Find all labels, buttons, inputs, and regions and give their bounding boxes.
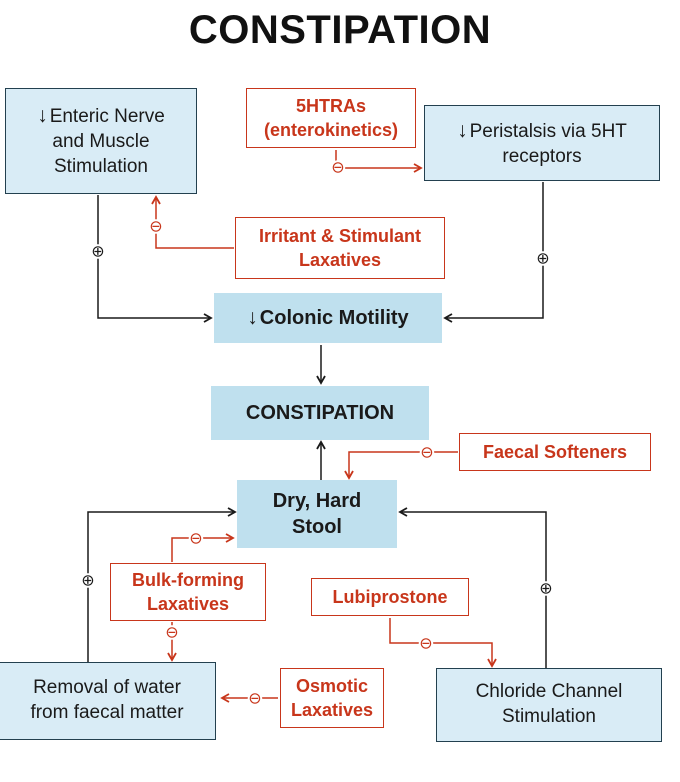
box-text-line: Dry, Hard (272, 490, 362, 512)
inhibit-lubiprostone-to-chloride (389, 618, 497, 668)
minus-sign: ⊖ (331, 158, 344, 177)
box-text-line: from faecal matter (30, 702, 184, 723)
box-text-line: Lubiprostone (332, 586, 448, 607)
bulk-forming-laxatives-box: Bulk-forming Laxatives (110, 563, 266, 621)
page-title: CONSTIPATION (188, 8, 492, 52)
decrease-arrow-icon: ↓ (457, 118, 468, 142)
box-text-line: Laxatives (146, 594, 230, 614)
chloride-channel-box: Chloride Channel Stimulation (436, 668, 662, 742)
decrease-arrow-icon: ↓ (37, 104, 48, 128)
box-text-line: Stool (292, 516, 342, 538)
minus-sign: ⊖ (419, 634, 432, 653)
box-text-line: Laxatives (290, 700, 374, 720)
box-text-line: (enterokinetics) (263, 120, 399, 140)
decrease-arrow-icon: ↓ (247, 306, 258, 330)
box-text-line: Bulk-forming (132, 569, 244, 590)
box-text-line: Peristalsis via 5HT (469, 120, 627, 142)
box-text-line: Osmotic (295, 675, 369, 696)
plus-sign: ⊕ (81, 571, 94, 590)
constipation-box: CONSTIPATION (211, 386, 429, 440)
box-text-line: receptors (502, 145, 582, 167)
plus-sign: ⊕ (91, 242, 104, 261)
arrow-removal-to-stool (87, 507, 237, 662)
inhibit-softeners-to-stool (344, 451, 458, 480)
lubiprostone-box: Lubiprostone (311, 578, 469, 616)
minus-sign: ⊖ (189, 529, 202, 548)
box-text-line: Stimulation (502, 706, 596, 727)
box-text-line: Removal of water (33, 677, 181, 699)
box-text-line: Faecal Softeners (482, 441, 628, 462)
5htras-drug-box: 5HTRAs (enterokinetics) (246, 88, 416, 148)
osmotic-laxatives-box: Osmotic Laxatives (280, 668, 384, 728)
peristalsis-box: ↓Peristalsis via 5HT receptors (424, 105, 660, 181)
inhibit-bulk-to-stool (171, 533, 235, 562)
box-text-line: Enteric Nerve (49, 106, 165, 128)
minus-sign: ⊖ (420, 443, 433, 462)
box-text-line: and Muscle (52, 131, 150, 153)
minus-sign: ⊖ (149, 217, 162, 236)
box-text-line: Laxatives (298, 250, 382, 270)
box-text-line: Irritant & Stimulant (258, 225, 421, 246)
box-text-line: Stimulation (54, 155, 148, 177)
faecal-softeners-box: Faecal Softeners (459, 433, 651, 471)
enteric-stimulation-box: ↓Enteric Nerve and Muscle Stimulation (5, 88, 197, 194)
box-text-line: Colonic Motility (259, 307, 409, 330)
arrow-enteric-to-colonic (97, 195, 213, 323)
box-text-line: CONSTIPATION (245, 402, 395, 424)
box-text-line: 5HTRAs (295, 95, 366, 116)
plus-sign: ⊕ (536, 249, 549, 268)
plus-sign: ⊕ (539, 579, 552, 598)
minus-sign: ⊖ (165, 623, 178, 642)
minus-sign: ⊖ (248, 689, 261, 708)
arrow-peristalsis-to-colonic (443, 182, 544, 323)
inhibit-htras-to-peristalsis (335, 150, 423, 173)
water-removal-box: Removal of water from faecal matter (0, 662, 216, 740)
irritant-laxatives-box: Irritant & Stimulant Laxatives (235, 217, 445, 279)
box-text-line: Chloride Channel (475, 681, 623, 703)
inhibit-irritant-to-enteric (151, 195, 234, 249)
colonic-motility-box: ↓Colonic Motility (214, 293, 442, 343)
dry-hard-stool-box: Dry, Hard Stool (237, 480, 397, 548)
arrow-chloride-to-stool (398, 507, 547, 668)
